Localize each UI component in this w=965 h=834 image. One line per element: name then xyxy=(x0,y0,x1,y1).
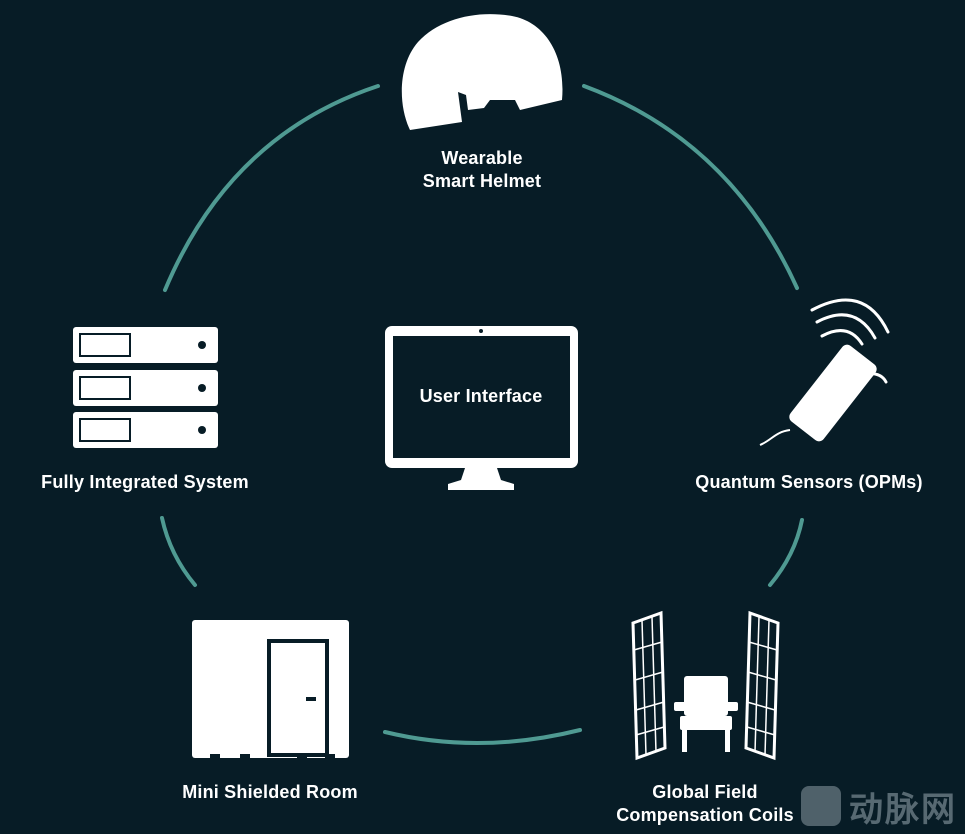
label-coils-line2: Compensation Coils xyxy=(616,805,794,825)
arc-system-to-helmet xyxy=(163,84,380,292)
label-compensation-coils: Global Field Compensation Coils xyxy=(595,781,815,827)
watermark-text: 动脉网 xyxy=(849,790,957,829)
server-rack-icon xyxy=(73,327,218,448)
label-user-interface: User Interface xyxy=(419,386,543,406)
arc-sensors-to-coils xyxy=(768,518,804,587)
compensation-coils-icon xyxy=(631,610,780,761)
label-helmet-line2: Smart Helmet xyxy=(422,171,542,191)
arc-coils-to-room xyxy=(383,728,582,746)
label-shielded-room: Mini Shielded Room xyxy=(182,782,358,802)
arc-room-to-system xyxy=(160,516,197,587)
cycle-arcs xyxy=(160,84,804,746)
label-integrated-system: Fully Integrated System xyxy=(41,472,249,492)
chair-icon xyxy=(674,676,738,752)
monitor-icon xyxy=(385,326,578,490)
watermark: 动脉网 xyxy=(801,786,957,829)
helmet-icon xyxy=(401,14,563,131)
label-quantum-sensors: Quantum Sensors (OPMs) xyxy=(695,472,923,492)
label-wearable-helmet: Wearable Smart Helmet xyxy=(382,147,582,193)
shielded-room-icon xyxy=(192,620,349,760)
label-coils-line1: Global Field xyxy=(652,782,758,802)
quantum-sensor-icon xyxy=(759,298,890,446)
label-helmet-line1: Wearable xyxy=(441,148,523,168)
vb-logo-icon xyxy=(801,786,841,826)
arc-helmet-to-sensors xyxy=(582,84,799,290)
